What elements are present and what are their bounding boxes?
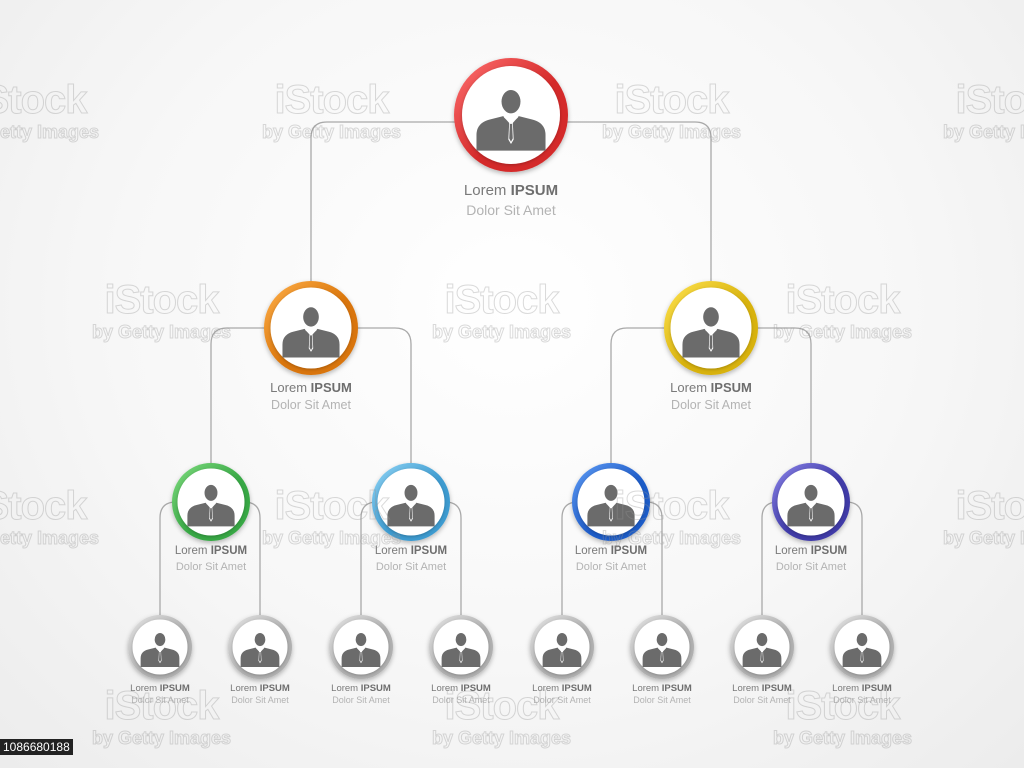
org-node xyxy=(372,463,450,541)
person-icon xyxy=(441,632,481,667)
node-title-bold: IPSUM xyxy=(210,545,248,557)
person-icon xyxy=(341,632,381,667)
node-label: Lorem IPSUM Dolor Sit Amet xyxy=(775,545,847,574)
node-title-regular: Lorem xyxy=(431,683,459,694)
node-subtitle: Dolor Sit Amet xyxy=(375,560,447,573)
person-icon xyxy=(787,484,835,527)
org-node xyxy=(730,615,794,679)
node-label: Lorem IPSUM Dolor Sit Amet xyxy=(270,380,352,413)
node-title-bold: IPSUM xyxy=(410,545,448,557)
node-title-regular: Lorem xyxy=(230,683,258,694)
person-icon xyxy=(240,632,280,667)
connector-line xyxy=(542,121,712,328)
node-subtitle: Dolor Sit Amet xyxy=(131,695,189,706)
node-title-bold: IPSUM xyxy=(661,683,692,694)
node-title-regular: Lorem xyxy=(632,683,660,694)
node-label: Lorem IPSUM Dolor Sit Amet xyxy=(464,182,558,219)
node-title-regular: Lorem xyxy=(270,380,308,395)
node-subtitle: Dolor Sit Amet xyxy=(575,560,647,573)
image-id-badge: 1086680188 xyxy=(0,739,73,755)
node-title-regular: Lorem xyxy=(732,683,760,694)
person-icon xyxy=(187,484,235,527)
person-icon xyxy=(476,89,546,151)
connector-line xyxy=(736,327,812,502)
org-node xyxy=(128,615,192,679)
node-title-regular: Lorem xyxy=(463,182,507,199)
org-chart-nodes xyxy=(128,58,894,679)
node-title-regular: Lorem xyxy=(670,380,708,395)
node-title-bold: IPSUM xyxy=(761,683,792,694)
node-title-bold: IPSUM xyxy=(510,182,559,199)
node-label: Lorem IPSUM Dolor Sit Amet xyxy=(175,545,247,574)
node-title-bold: IPSUM xyxy=(861,683,892,694)
org-node xyxy=(572,463,650,541)
person-icon xyxy=(282,307,340,358)
node-subtitle: Dolor Sit Amet xyxy=(332,695,390,706)
org-node xyxy=(329,615,393,679)
node-label: Lorem IPSUM Dolor Sit Amet xyxy=(375,545,447,574)
node-subtitle: Dolor Sit Amet xyxy=(271,397,351,412)
node-title-bold: IPSUM xyxy=(159,683,190,694)
person-icon xyxy=(682,307,740,358)
person-icon xyxy=(542,632,582,667)
node-subtitle: Dolor Sit Amet xyxy=(231,695,289,706)
person-icon xyxy=(387,484,435,527)
person-icon xyxy=(842,632,882,667)
node-title-regular: Lorem xyxy=(331,683,359,694)
node-subtitle: Dolor Sit Amet xyxy=(175,560,247,573)
org-node xyxy=(664,281,758,375)
org-node xyxy=(264,281,358,375)
node-title-bold: IPSUM xyxy=(259,683,290,694)
node-subtitle: Dolor Sit Amet xyxy=(432,695,490,706)
org-node xyxy=(228,615,292,679)
node-subtitle: Dolor Sit Amet xyxy=(733,695,791,706)
node-title-bold: IPSUM xyxy=(310,380,352,395)
node-title-bold: IPSUM xyxy=(710,380,752,395)
org-node xyxy=(530,615,594,679)
node-title-bold: IPSUM xyxy=(360,683,391,694)
node-label: Lorem IPSUM Dolor Sit Amet xyxy=(670,380,752,413)
node-title-bold: IPSUM xyxy=(460,683,491,694)
org-node xyxy=(630,615,694,679)
node-subtitle: Dolor Sit Amet xyxy=(833,695,891,706)
node-title-regular: Lorem xyxy=(130,683,158,694)
connector-line xyxy=(310,121,480,328)
node-label: Lorem IPSUM Dolor Sit Amet xyxy=(575,545,647,574)
org-node xyxy=(172,463,250,541)
node-title-regular: Lorem xyxy=(174,545,208,557)
connector-line xyxy=(610,327,686,502)
node-subtitle: Dolor Sit Amet xyxy=(466,202,556,218)
connector-line xyxy=(210,327,286,502)
node-title-regular: Lorem xyxy=(774,545,808,557)
person-icon xyxy=(642,632,682,667)
node-subtitle: Dolor Sit Amet xyxy=(671,397,751,412)
connector-line xyxy=(336,327,412,502)
node-subtitle: Dolor Sit Amet xyxy=(633,695,691,706)
node-title-bold: IPSUM xyxy=(810,545,848,557)
org-node xyxy=(830,615,894,679)
person-icon xyxy=(587,484,635,527)
org-node xyxy=(772,463,850,541)
node-subtitle: Dolor Sit Amet xyxy=(775,560,847,573)
person-icon xyxy=(140,632,180,667)
node-title-regular: Lorem xyxy=(574,545,608,557)
node-title-bold: IPSUM xyxy=(561,683,592,694)
node-subtitle: Dolor Sit Amet xyxy=(533,695,591,706)
node-title-regular: Lorem xyxy=(832,683,860,694)
person-icon xyxy=(742,632,782,667)
org-node xyxy=(429,615,493,679)
node-title-regular: Lorem xyxy=(374,545,408,557)
org-node xyxy=(454,58,568,172)
node-title-regular: Lorem xyxy=(532,683,560,694)
node-title-bold: IPSUM xyxy=(610,545,648,557)
